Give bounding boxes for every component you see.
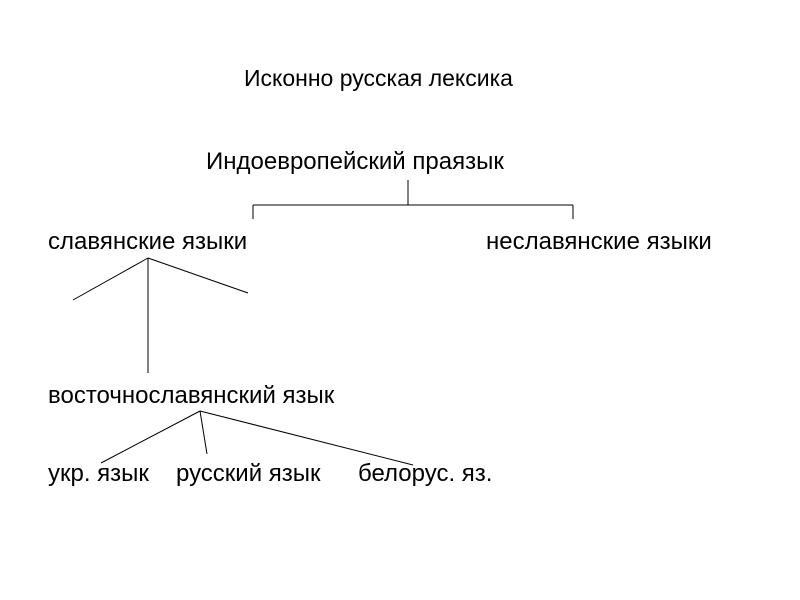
page-title: Исконно русская лексика bbox=[244, 65, 513, 91]
node-slavic-languages: славянские языки bbox=[48, 228, 248, 255]
east-to-ukrainian-line bbox=[100, 410, 201, 464]
slavic-right-branch-line bbox=[147, 257, 249, 294]
east-to-russian-line bbox=[199, 410, 208, 455]
node-russian: русский язык bbox=[176, 460, 321, 487]
node-non-slavic-languages: неславянские языки bbox=[486, 228, 712, 255]
slavic-left-branch-line bbox=[72, 257, 149, 301]
node-belarusian: белорус. яз. bbox=[358, 460, 493, 487]
node-ukrainian: укр. язык bbox=[48, 460, 149, 487]
east-to-belarusian-line bbox=[199, 410, 414, 466]
node-east-slavic-language: восточнославянский язык bbox=[48, 382, 335, 409]
node-indo-european: Индоевропейский праязык bbox=[206, 148, 504, 175]
